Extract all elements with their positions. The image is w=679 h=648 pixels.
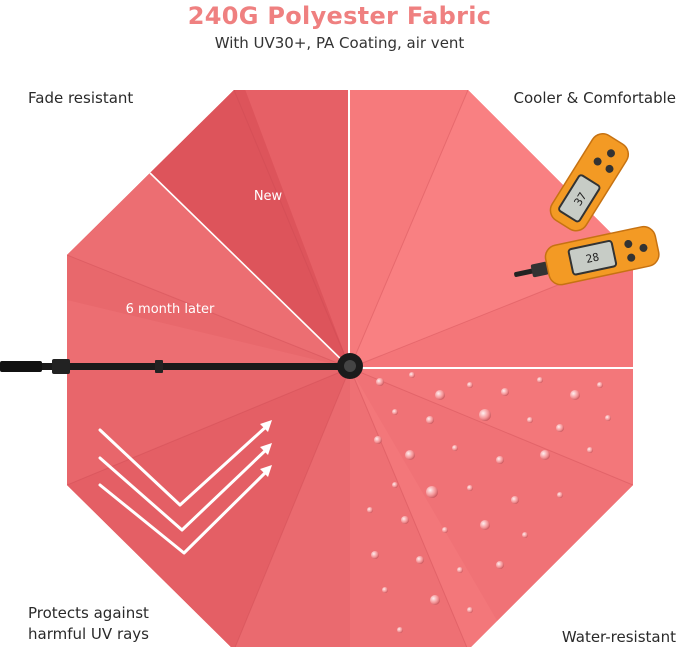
thermometer-icon-upper: 37 — [549, 133, 630, 232]
lower-temperature-reading: 28 — [585, 250, 601, 265]
page-title: 240G Polyester Fabric — [187, 2, 492, 30]
umbrella-pole — [0, 353, 363, 379]
feature-uv-line2: harmful UV rays — [28, 625, 149, 643]
water-droplets — [367, 372, 611, 633]
feature-cooler-comfortable: Cooler & Comfortable — [513, 89, 676, 107]
upper-temperature-reading: 37 — [572, 190, 590, 208]
uv-reflection-arrows — [98, 423, 270, 555]
label-new: New — [254, 189, 283, 204]
page-subtitle: With UV30+, PA Coating, air vent — [214, 34, 465, 52]
feature-fade-resistant: Fade resistant — [28, 89, 134, 107]
label-6-month-later: 6 month later — [126, 302, 215, 317]
feature-uv-line1: Protects against — [28, 604, 149, 622]
feature-water-resistant: Water-resistant — [561, 628, 676, 646]
feature-uv-protection: Protects against harmful UV rays — [28, 603, 149, 645]
thermometer-icon-lower: 28 — [514, 225, 660, 286]
